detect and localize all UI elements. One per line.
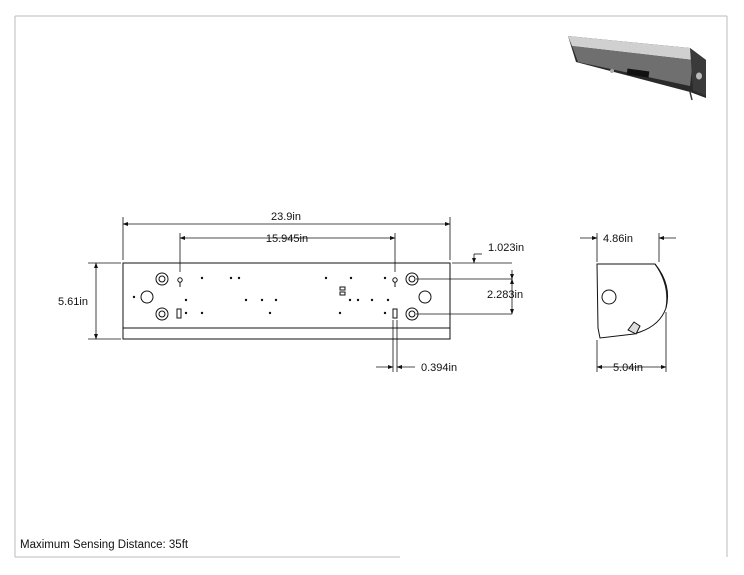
dim-vertical-spacing: 2.283in [487,289,523,301]
front-view-dots [132,276,390,315]
dimension-lines [88,217,676,372]
dim-side-depth: 4.86in [603,233,633,245]
dim-horizontal-offset: 0.394in [421,362,457,374]
dim-mount-spacing: 15.945in [266,233,308,245]
dim-height: 5.61in [58,296,88,308]
side-view [596,263,669,339]
sheet-border [14,15,728,558]
isometric-fixture-view [568,36,706,101]
sensing-distance-note: Maximum Sensing Distance: 35ft [20,539,189,551]
dim-overall-length: 23.9in [271,211,301,223]
dim-side-width: 5.04in [613,362,643,374]
dim-top-offset: 1.023in [488,242,524,254]
front-view [122,262,451,340]
